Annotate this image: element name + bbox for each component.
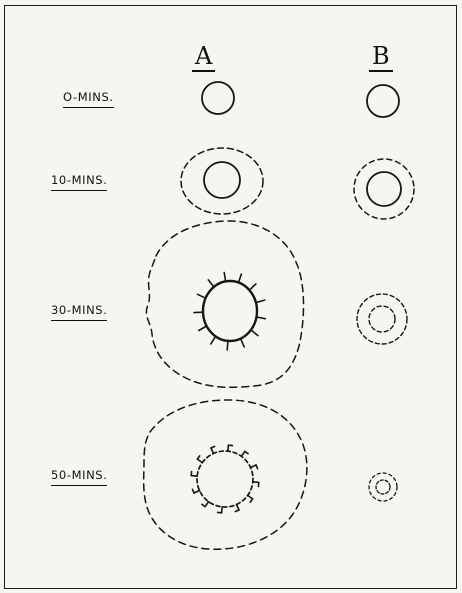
spike: [256, 300, 265, 303]
a-30min-spikes: [194, 273, 265, 350]
a-10min-halo: [181, 148, 263, 214]
spike: [224, 273, 225, 282]
spike-hook: [211, 446, 215, 448]
a-50min-spikes: [191, 445, 259, 513]
spike: [241, 451, 245, 456]
spike: [191, 476, 197, 477]
spike-hook: [245, 451, 248, 453]
b-10min-core: [367, 172, 401, 206]
spike-hook: [256, 465, 258, 469]
a-30min-halo: [146, 221, 303, 387]
b-10min-halo: [354, 159, 414, 219]
spike: [199, 326, 207, 331]
spike: [257, 317, 266, 319]
spike: [227, 341, 228, 350]
spike: [197, 459, 202, 463]
spike-hook: [192, 489, 194, 493]
spike: [208, 280, 214, 287]
spike-hook: [250, 499, 252, 502]
spike: [198, 294, 206, 298]
spike: [228, 445, 229, 451]
spike: [239, 274, 242, 283]
a-0min-core: [202, 82, 234, 114]
spike: [211, 448, 214, 454]
spike: [237, 505, 240, 511]
spike: [205, 502, 209, 507]
spike: [222, 507, 223, 513]
spike: [248, 495, 253, 499]
spike-hook: [202, 504, 205, 506]
spike-hook: [197, 456, 199, 459]
spike: [211, 336, 216, 344]
spike: [253, 482, 259, 483]
spike-hook: [235, 510, 239, 512]
b-50min-core: [376, 480, 390, 494]
b-0min-core: [367, 85, 399, 117]
spike: [241, 339, 245, 347]
spike: [251, 330, 258, 336]
spike: [194, 491, 200, 494]
spike: [251, 465, 257, 468]
spike: [249, 284, 256, 290]
a-10min-core: [204, 162, 240, 198]
a-50min-halo: [144, 400, 307, 549]
a-50min-core: [197, 451, 253, 507]
b-30min-core: [369, 306, 395, 332]
b-50min-halo: [369, 473, 397, 501]
b-30min-halo: [357, 294, 407, 344]
